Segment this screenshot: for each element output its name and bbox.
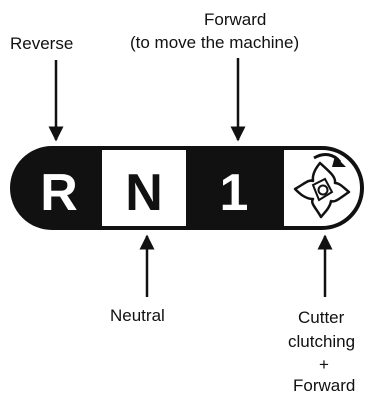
rotation-arrowhead — [332, 156, 346, 167]
cutter-label-line2: clutching — [288, 332, 356, 351]
reverse-cell — [12, 148, 102, 228]
cutter-label-line4: Forward — [293, 376, 356, 395]
neutral-cell — [102, 150, 186, 226]
cutter-rotor-inner — [311, 177, 334, 202]
neutral-symbol: N — [125, 164, 163, 222]
neutral-label: Neutral — [110, 306, 165, 325]
reverse-label: Reverse — [10, 34, 74, 53]
forward-label-line2: (to move the machine) — [130, 33, 300, 52]
forward-cell — [186, 148, 284, 228]
cutter-rotor-icon — [293, 153, 351, 219]
forward-symbol: 1 — [220, 164, 249, 222]
cutter-rotor-hub — [317, 184, 329, 196]
forward-label-line1: Forward — [204, 10, 267, 29]
reverse-symbol: R — [40, 164, 78, 222]
cutter-label-line3: + — [319, 355, 329, 374]
cutter-label-line1: Cutter — [298, 308, 345, 327]
selector-bar: R N 1 — [10, 146, 364, 230]
